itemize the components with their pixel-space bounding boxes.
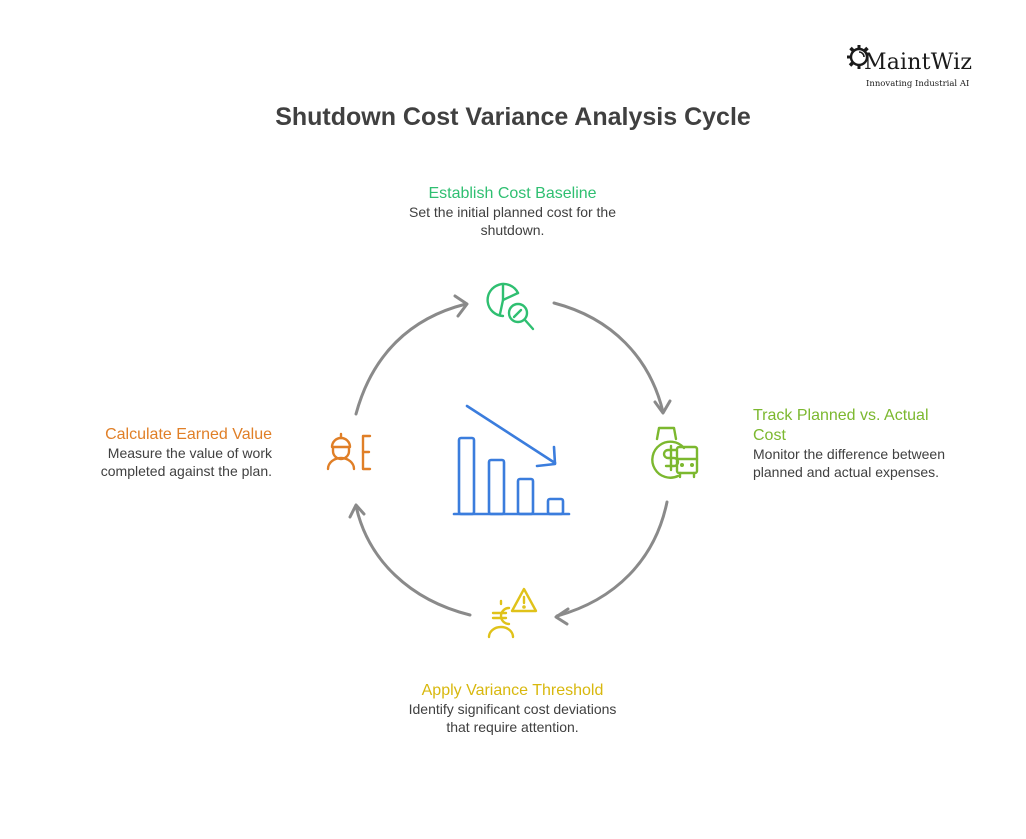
gear-icon — [847, 45, 869, 69]
step-calculate-earned-value: Calculate Earned Value Measure the value… — [60, 425, 272, 480]
brand-tagline: Innovating Industrial AI — [866, 79, 970, 89]
pie-chart-search-icon — [486, 282, 535, 331]
worker-euro-icon — [326, 432, 372, 471]
arrow-top-to-right — [552, 301, 672, 415]
step-title: Calculate Earned Value — [105, 426, 272, 443]
arrow-left-to-top — [354, 294, 469, 416]
dollar-watch-bus-icon — [651, 426, 699, 479]
declining-bar-chart-icon — [452, 404, 571, 516]
arrow-right-to-bottom — [554, 500, 669, 626]
step-title: Apply Variance Threshold — [421, 682, 604, 699]
page-title: Shutdown Cost Variance Analysis Cycle — [275, 103, 751, 131]
step-apply-variance-threshold: Apply Variance Threshold Identify signif… — [395, 681, 630, 736]
step-description: Set the initial planned cost for the shu… — [408, 204, 617, 238]
step-description: Monitor the difference between planned a… — [753, 446, 945, 480]
step-description: Identify significant cost deviations tha… — [408, 701, 617, 735]
euro-person-warning-icon — [487, 587, 538, 639]
step-title: Track Planned vs. Actual Cost — [753, 407, 929, 444]
arrow-bottom-to-left — [348, 503, 472, 617]
step-track-planned-vs-actual: Track Planned vs. Actual Cost Monitor th… — [753, 406, 963, 481]
step-description: Measure the value of work completed agai… — [100, 445, 272, 479]
brand-logo: MaintWiz Innovating Industrial AI — [846, 42, 976, 92]
brand-name: MaintWiz — [864, 50, 973, 75]
step-title: Establish Cost Baseline — [428, 185, 597, 202]
step-establish-cost-baseline: Establish Cost Baseline Set the initial … — [395, 184, 630, 239]
